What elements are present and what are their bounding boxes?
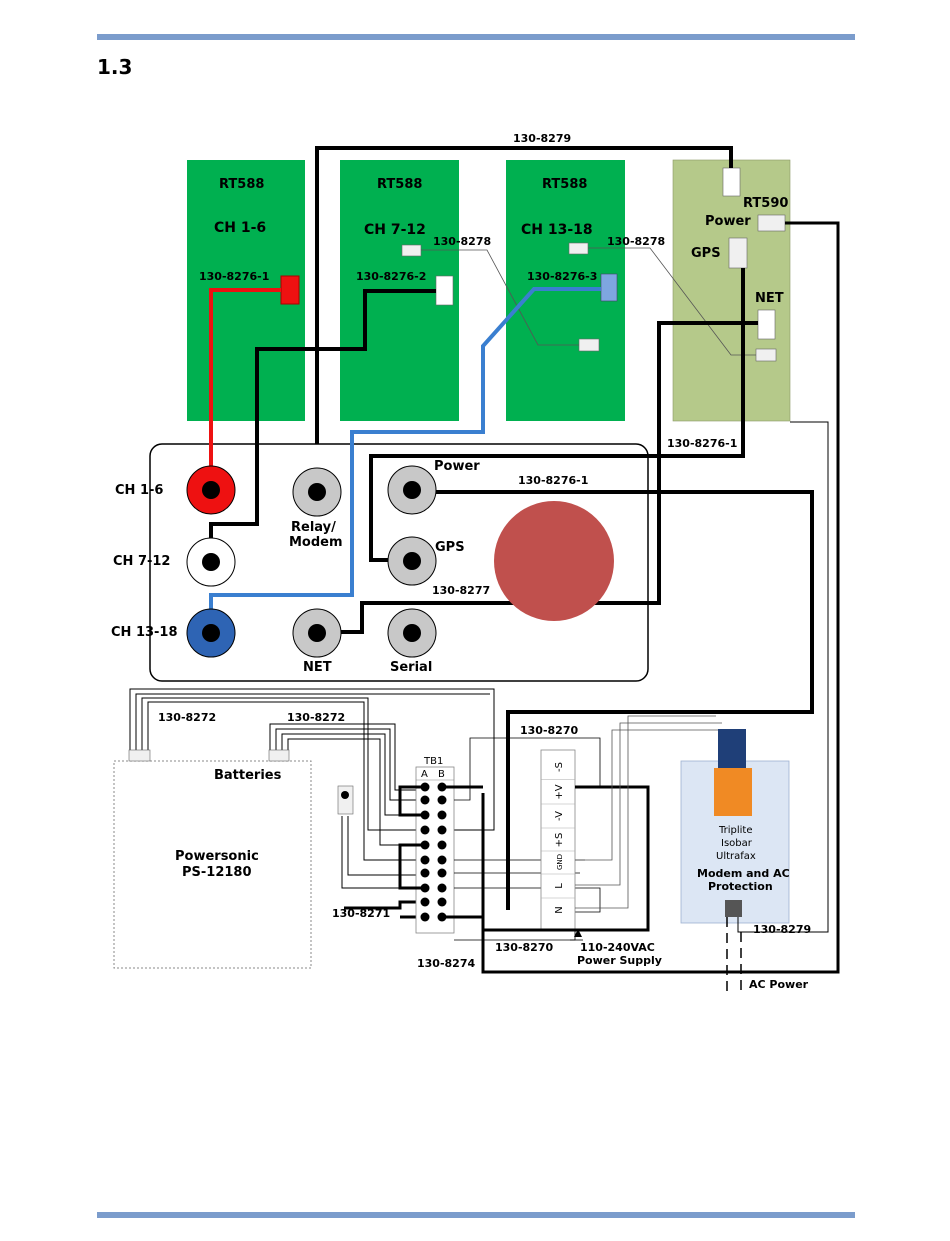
psu-terminal-gnd-5: GND [556, 854, 564, 870]
board-rt588-ch1-6: RT588 CH 1-6 130-8276-1 [187, 160, 305, 421]
terminal-block-tb1: TB1 A B [415, 756, 455, 934]
panel-gps-label: GPS [435, 540, 465, 555]
panel-relay-label: Relay/ [291, 520, 336, 535]
cable-power-label: 130-8276-1 [518, 474, 588, 487]
battery-box [113, 760, 312, 969]
tb1-terminal-a-10 [420, 912, 430, 922]
cable-psu-top-label: 130-8270 [520, 724, 578, 737]
sync-cable-2: 130-8278 [607, 235, 665, 248]
board1-channels: CH 1-6 [214, 220, 266, 236]
tb1-terminal-a-4 [420, 825, 430, 835]
battery-title: Batteries [214, 768, 282, 783]
psu-terminal-l-6: L [554, 883, 565, 889]
sensor-disk [494, 501, 614, 621]
board3-connector [600, 273, 618, 302]
protector-title2: Protection [708, 880, 773, 893]
psu-terminal-s-1: -S [554, 762, 565, 772]
board2-connector [435, 275, 454, 306]
battery-model: PS-12180 [182, 865, 252, 880]
cable-battery-left-label: 130-8272 [158, 711, 216, 724]
sync-cable-1: 130-8278 [433, 235, 491, 248]
cable-modem-label: 130-8279 [753, 923, 811, 936]
fuse-holder [337, 785, 354, 815]
board-rt590: RT590 Power GPS NET [672, 159, 791, 422]
tb1-terminal-b-4 [437, 825, 447, 835]
panel-net-label: NET [303, 660, 332, 675]
tb1-terminal-b-7 [437, 868, 447, 878]
power-supply: -S +V -V +S GND L N [540, 749, 576, 931]
board3-cable: 130-8276-3 [527, 270, 597, 283]
tb1-col-b: B [438, 769, 445, 780]
tb1-name: TB1 [423, 756, 443, 767]
psu-label-1: 110-240VAC [580, 941, 655, 954]
modem-ac-protector: Triplite Isobar Ultrafax Modem and AC Pr… [680, 729, 790, 924]
bottom-rule [97, 1212, 855, 1218]
cable-gps-label: 130-8277 [432, 584, 490, 597]
panel-ch2-label: CH 7-12 [113, 554, 170, 569]
tb1-terminal-b-6 [437, 855, 447, 865]
ac-power-label: AC Power [749, 978, 809, 991]
psu-terminal-v-2: +V [554, 784, 565, 799]
board-rt588-ch7-12: RT588 CH 7-12 130-8276-2 [340, 160, 459, 421]
tb1-terminal-a-9 [420, 897, 430, 907]
protector-line2: Isobar [721, 838, 753, 849]
psu-label-2: Power Supply [577, 954, 662, 967]
tb1-terminal-b-5 [437, 840, 447, 850]
board1-cable: 130-8276-1 [199, 270, 269, 283]
cable-fuse-label: 130-8271 [332, 907, 390, 920]
tb1-col-a: A [421, 769, 428, 780]
panel-connectors [186, 465, 614, 658]
protector-line1: Triplite [718, 825, 753, 836]
battery-brand: Powersonic [175, 849, 259, 864]
panel-serial-label: Serial [390, 660, 432, 675]
panel-ch1-label: CH 1-6 [115, 483, 163, 498]
board4-gps-label: GPS [691, 246, 721, 261]
board4-model: RT590 [743, 196, 788, 211]
tb1-terminal-b-8 [437, 883, 447, 893]
board1-model: RT588 [219, 177, 264, 192]
board2-channels: CH 7-12 [364, 222, 426, 238]
tb1-terminal-b-2 [437, 795, 447, 805]
cable-top-label: 130-8279 [513, 132, 571, 145]
tb1-terminal-b-9 [437, 897, 447, 907]
board2-model: RT588 [377, 177, 422, 192]
protector-line3: Ultrafax [716, 851, 756, 862]
tb1-terminal-a-6 [420, 855, 430, 865]
tb1-terminal-a-7 [420, 868, 430, 878]
section-number: 1.3 [97, 55, 133, 79]
tb1-terminal-a-2 [420, 795, 430, 805]
board3-channels: CH 13-18 [521, 222, 593, 238]
protector-title1: Modem and AC [697, 867, 790, 880]
cable-rt590-net-label: 130-8276-1 [667, 437, 737, 450]
cable-psu-bottom-label: 130-8270 [495, 941, 553, 954]
panel-power-label: Power [434, 459, 480, 474]
board3-model: RT588 [542, 177, 587, 192]
board4-net-label: NET [755, 291, 784, 306]
board4-power-label: Power [705, 214, 751, 229]
psu-terminal-s-4: +S [554, 833, 565, 848]
panel-relay-label-2: Modem [289, 535, 343, 550]
board2-cable: 130-8276-2 [356, 270, 426, 283]
panel-ch3-label: CH 13-18 [111, 625, 178, 640]
psu-terminal-n-7: N [554, 906, 565, 913]
tb1-terminal-b-3 [437, 810, 447, 820]
cable-ground-label: 130-8274 [417, 957, 475, 970]
top-rule [97, 34, 855, 40]
cable-battery-right-label: 130-8272 [287, 711, 345, 724]
psu-terminal-v-3: -V [554, 811, 565, 821]
board1-connector [280, 275, 300, 305]
